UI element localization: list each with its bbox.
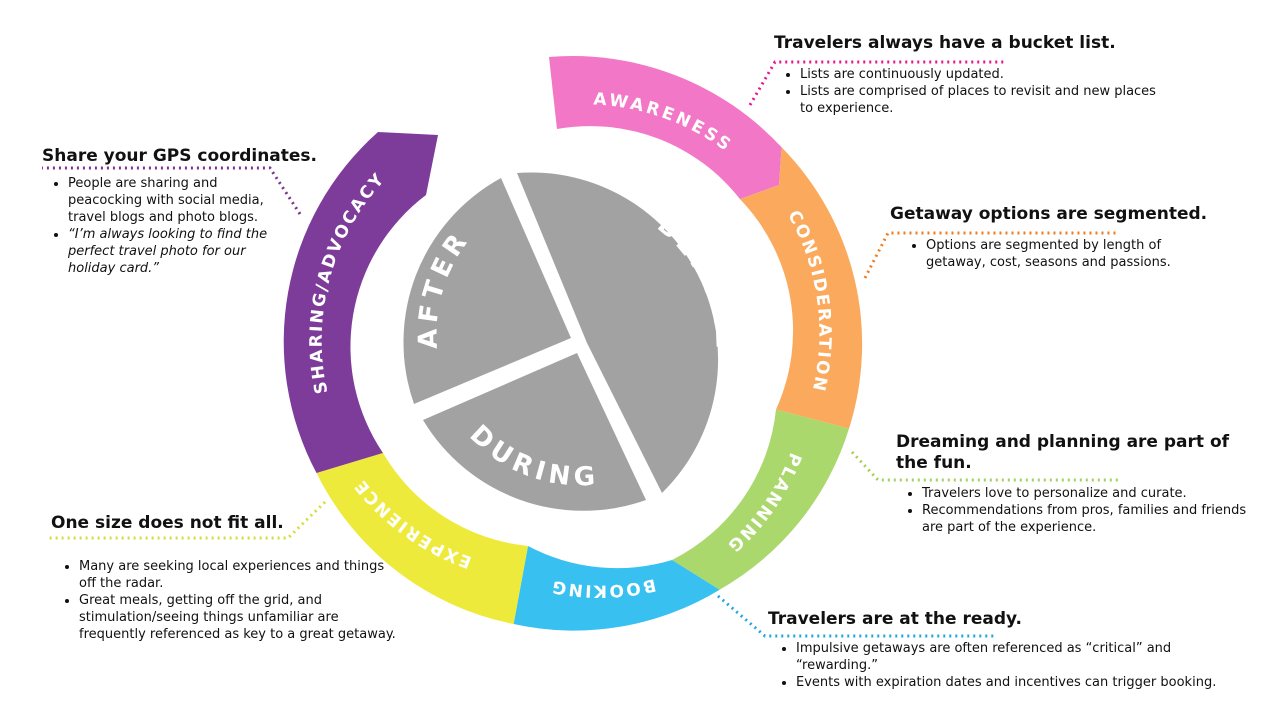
callout-awareness: Travelers always have a bucket list. Lis…	[774, 33, 1164, 117]
stage-band-experience	[316, 453, 528, 624]
callout-bullet: Impulsive getaways are often referenced …	[796, 640, 1218, 674]
stage-band-consideration	[740, 147, 863, 429]
callout-bullet: People are sharing and peacocking with s…	[68, 175, 278, 226]
callout-consideration: Getaway options are segmented. Options a…	[890, 204, 1220, 271]
callout-bullet: Options are segmented by length of getaw…	[926, 237, 1196, 271]
phase-before	[517, 172, 719, 494]
stage-band-booking	[513, 546, 720, 631]
callout-title: Travelers are at the ready.	[768, 609, 1023, 629]
phase-during	[423, 353, 646, 511]
callout-sharing: Share your GPS coordinates. People are s…	[42, 146, 342, 277]
callout-bullet: Travelers love to personalize and curate…	[922, 485, 1266, 502]
callout-bullet: “I’m always looking to find the perfect …	[68, 226, 278, 277]
phase-after	[403, 178, 571, 404]
callout-title: Dreaming and planning are part of the fu…	[896, 432, 1230, 474]
callout-bullet: Lists are continuously updated.	[800, 66, 1164, 83]
callout-title: Getaway options are segmented.	[890, 204, 1208, 224]
stage-band-sharing	[283, 132, 438, 473]
leader-line-booking	[717, 594, 996, 638]
stage-band-planning	[672, 409, 849, 590]
callout-title: Travelers always have a bucket list.	[774, 33, 1116, 53]
stage-band-awareness	[549, 56, 782, 200]
callout-experience: One size does not fit all. Many are seek…	[51, 513, 396, 643]
callout-booking: Travelers are at the ready. Impulsive ge…	[768, 609, 1218, 691]
callout-title: Share your GPS coordinates.	[42, 146, 318, 166]
callout-bullet: Many are seeking local experiences and t…	[79, 558, 399, 592]
leader-line-experience	[48, 500, 327, 540]
callout-bullet: Recommendations from pros, families and …	[922, 502, 1266, 536]
callout-bullet: Events with expiration dates and incenti…	[796, 674, 1218, 691]
callout-bullet: Lists are comprised of places to revisit…	[800, 83, 1164, 117]
callout-title: One size does not fit all.	[51, 513, 284, 533]
leader-line-awareness	[748, 60, 1005, 106]
callout-planning: Dreaming and planning are part of the fu…	[896, 432, 1266, 536]
leader-line-planning	[850, 450, 1120, 482]
leader-line-sharing	[42, 166, 302, 215]
callout-bullet: Great meals, getting off the grid, and s…	[79, 592, 399, 643]
